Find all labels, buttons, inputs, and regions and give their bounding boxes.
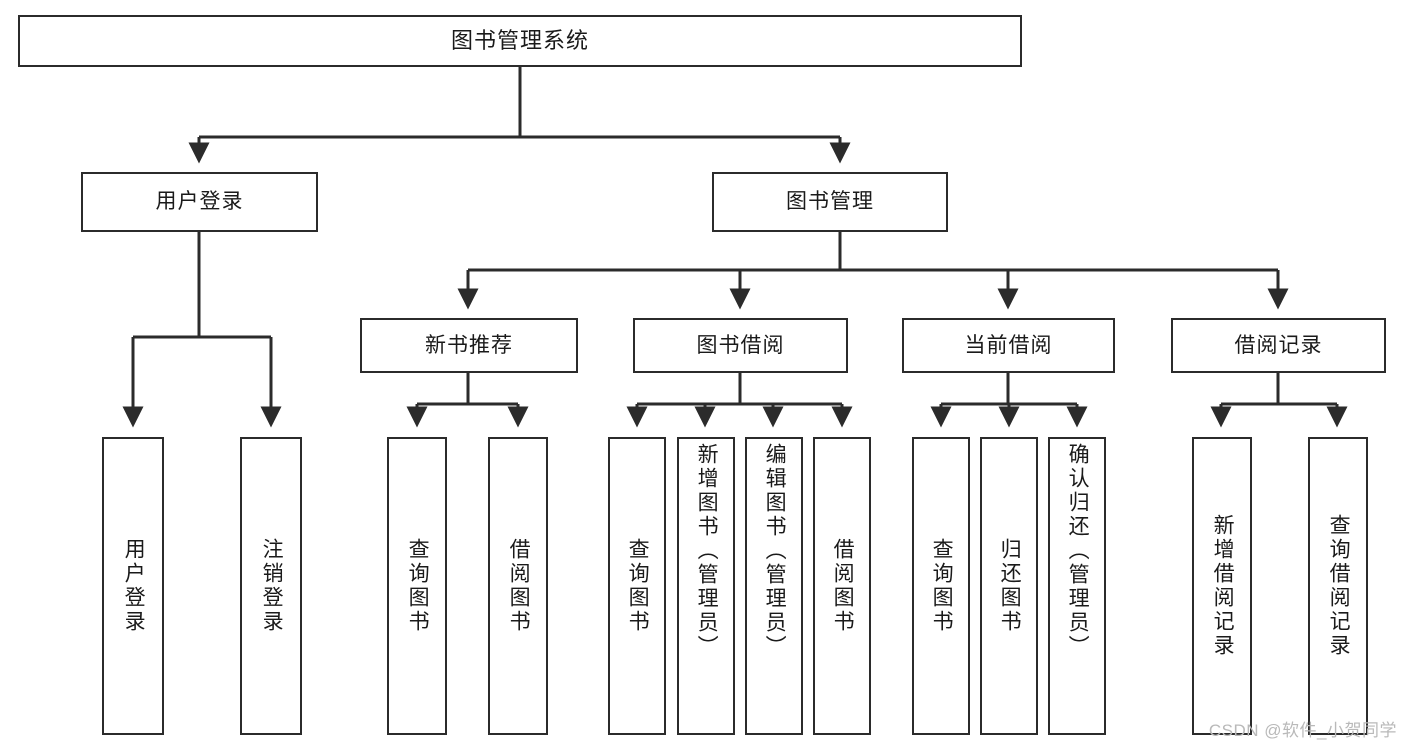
- leaf-new-book-borrow[interactable]: 借阅图书: [488, 437, 548, 735]
- leaf-book-borrow-query[interactable]: 查询图书: [608, 437, 666, 735]
- leaf-book-borrow-borrow[interactable]: 借阅图书: [813, 437, 871, 735]
- leaf-new-book-query[interactable]: 查询图书: [387, 437, 447, 735]
- leaf-user-login-login[interactable]: 用户登录: [102, 437, 164, 735]
- leaf-user-login-logout[interactable]: 注销登录: [240, 437, 302, 735]
- leaf-current-borrow-confirm-return[interactable]: 确认归还（管理员）: [1048, 437, 1106, 735]
- node-current-borrow[interactable]: 当前借阅: [902, 318, 1115, 373]
- node-book-borrow[interactable]: 图书借阅: [633, 318, 848, 373]
- leaf-book-borrow-edit[interactable]: 编辑图书（管理员）: [745, 437, 803, 735]
- leaf-borrow-record-query[interactable]: 查询借阅记录: [1308, 437, 1368, 735]
- node-book-manage[interactable]: 图书管理: [712, 172, 948, 232]
- leaf-current-borrow-return[interactable]: 归还图书: [980, 437, 1038, 735]
- csdn-watermark: CSDN @软件_小贺同学: [1208, 721, 1397, 740]
- node-borrow-record[interactable]: 借阅记录: [1171, 318, 1386, 373]
- node-root[interactable]: 图书管理系统: [18, 15, 1022, 67]
- node-user-login[interactable]: 用户登录: [81, 172, 318, 232]
- leaf-current-borrow-query[interactable]: 查询图书: [912, 437, 970, 735]
- leaf-book-borrow-add[interactable]: 新增图书（管理员）: [677, 437, 735, 735]
- leaf-borrow-record-add[interactable]: 新增借阅记录: [1192, 437, 1252, 735]
- node-new-book-recommend[interactable]: 新书推荐: [360, 318, 578, 373]
